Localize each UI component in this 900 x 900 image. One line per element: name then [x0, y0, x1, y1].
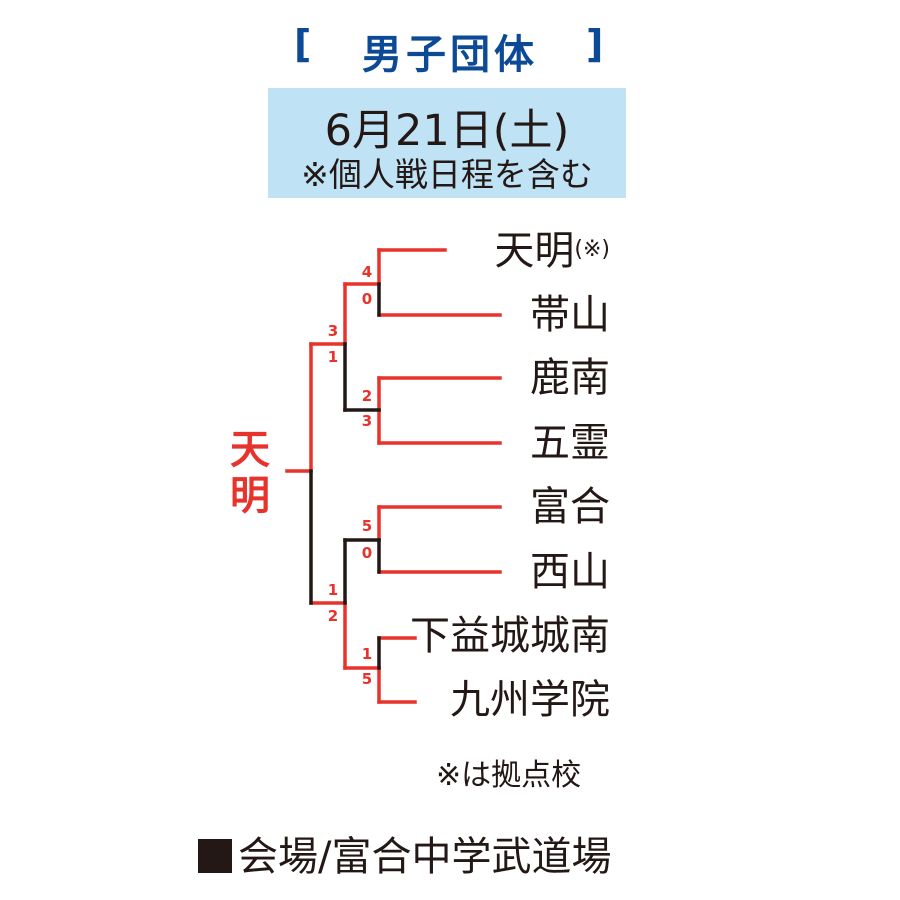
title-bracket-close: ]: [586, 22, 604, 66]
score-r1m4-bottom: 5: [361, 670, 373, 688]
loser-path-lines: [309, 282, 381, 670]
team-5-name: 富合: [530, 484, 610, 530]
team-6: 西山: [530, 548, 610, 596]
team-4-name: 五霊: [530, 420, 610, 466]
host-school-note: ※は拠点校: [436, 758, 582, 793]
team-8: 九州学院: [450, 676, 610, 724]
team-4: 五霊: [530, 419, 610, 467]
title-bracket-open: [: [294, 22, 312, 66]
team-3: 鹿南: [530, 354, 610, 402]
score-semi-top-bottom: 1: [327, 348, 339, 366]
score-r1m2-top: 2: [361, 387, 373, 405]
date-label: 6月21日(土): [324, 106, 570, 156]
winner-path-lines: [285, 248, 502, 704]
score-r1m4-top: 1: [361, 645, 373, 663]
team-2: 帯山: [530, 291, 610, 339]
score-r1m1-bottom: 0: [361, 290, 373, 308]
team-1-name: 天明: [494, 228, 575, 274]
champion-label: 天明: [230, 427, 270, 519]
bracket-title: [ 男子団体 ]: [0, 22, 900, 82]
team-6-name: 西山: [530, 549, 610, 595]
score-r1m1-top: 4: [361, 263, 373, 281]
square-bullet-icon: [198, 839, 232, 873]
team-7-name: 下益城城南: [410, 613, 610, 659]
schedule-note: ※個人戦日程を含む: [301, 155, 593, 194]
venue-line: 会場/富合中学武道場: [198, 824, 611, 882]
score-semi-bottom-bottom: 2: [327, 607, 339, 625]
score-r1m3-bottom: 0: [361, 544, 373, 562]
team-2-name: 帯山: [530, 292, 610, 338]
team-8-name: 九州学院: [450, 677, 610, 723]
team-7: 下益城城南: [410, 612, 610, 660]
team-3-name: 鹿南: [530, 355, 610, 401]
venue-text: 会場/富合中学武道場: [238, 834, 612, 880]
score-semi-bottom-top: 1: [327, 581, 339, 599]
team-1-suffix: (※): [574, 237, 610, 262]
score-r1m3-top: 5: [361, 517, 373, 535]
team-5: 富合: [530, 483, 610, 531]
score-semi-top-top: 3: [327, 322, 339, 340]
score-r1m2-bottom: 3: [361, 412, 373, 430]
date-box: 6月21日(土) ※個人戦日程を含む: [268, 88, 626, 198]
team-1: 天明(※): [494, 226, 610, 275]
title-text: 男子団体: [362, 32, 538, 78]
